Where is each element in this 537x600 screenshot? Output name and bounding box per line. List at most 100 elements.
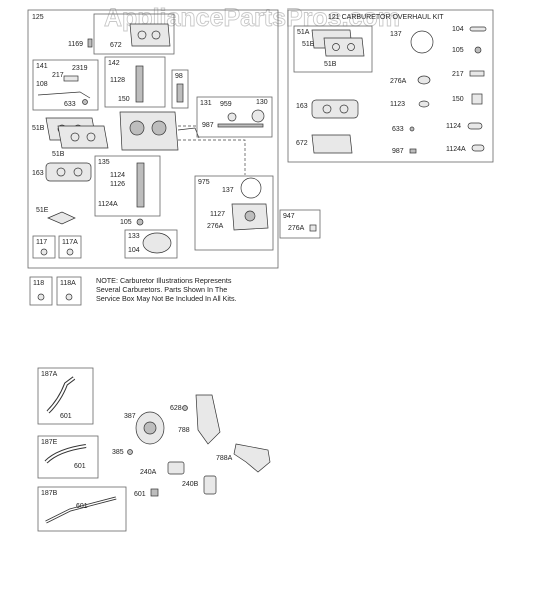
part-k276a: [417, 75, 431, 85]
label-1128: 1128: [110, 77, 125, 84]
part-187a-hose-core: [47, 377, 75, 413]
label-1126: 1126: [110, 181, 125, 188]
part-187e-hose-core: [45, 445, 87, 463]
box-975: [194, 175, 274, 251]
part-240a-filter: [167, 461, 185, 475]
label-788a: 788A: [216, 455, 233, 462]
part-672-hole-a: [137, 30, 147, 40]
part-672-hole-b: [151, 30, 161, 40]
label-105: 105: [120, 219, 132, 226]
part-118: [37, 293, 45, 301]
part-carb-bore-left: [129, 120, 145, 136]
label-1169: 1169: [68, 41, 83, 48]
label-187a: 187A: [41, 371, 58, 378]
part-163-hole1: [56, 167, 66, 177]
part-387-pump-center: [143, 421, 157, 435]
part-51e-gasket: [47, 211, 76, 225]
label-k104: 104: [452, 26, 464, 33]
label-125: 125: [32, 14, 44, 21]
part-628-screw: [182, 405, 188, 411]
part-947: [309, 224, 317, 232]
part-k672-gasket: [311, 134, 353, 154]
label-163: 163: [32, 170, 44, 177]
label-k1124: 1124: [446, 123, 461, 130]
label-k51a: 51A: [297, 29, 310, 36]
label-142: 142: [108, 60, 120, 67]
box-117: [32, 235, 56, 259]
note-line-2: Several Carburetors. Parts Shown In The: [96, 285, 227, 294]
box-187b: [37, 486, 127, 532]
box-947: [279, 209, 321, 239]
label-959: 959: [220, 101, 232, 108]
part-1169-screw: [87, 38, 93, 48]
part-163-hole2: [73, 167, 83, 177]
note-line-1: NOTE: Carburetor Illustrations Represent…: [96, 276, 232, 285]
part-k163-gasket: [311, 99, 359, 119]
part-k104: [469, 26, 487, 32]
label-108: 108: [36, 81, 48, 88]
box-98: [171, 69, 189, 109]
label-1124: 1124: [110, 172, 125, 179]
note-line-3: Service Box May Not Be Included In All K…: [96, 294, 237, 303]
part-133-bowl: [142, 232, 172, 254]
part-987-seal: [217, 123, 264, 128]
label-118: 118: [33, 280, 44, 287]
label-601-a: 601: [60, 413, 72, 420]
box-142: [104, 56, 166, 108]
part-187e-hose: [44, 444, 87, 464]
dash-leader-2: [178, 139, 246, 175]
part-975-bowl-center: [244, 210, 256, 222]
label-130: 130: [256, 99, 268, 106]
label-150: 150: [118, 96, 130, 103]
part-k150: [471, 93, 483, 105]
label-276a-947: 276A: [288, 225, 305, 232]
part-k51-hole2: [347, 43, 355, 51]
part-108-linkage: [37, 91, 91, 99]
part-117a: [66, 248, 74, 256]
label-117: 117: [36, 239, 47, 246]
label-k672: 672: [296, 140, 308, 147]
label-1124a: 1124A: [98, 201, 118, 208]
label-628: 628: [170, 405, 182, 412]
part-51b-b-hole1: [70, 132, 80, 142]
label-217: 217: [52, 72, 64, 79]
label-141: 141: [36, 63, 48, 70]
label-633: 633: [64, 101, 76, 108]
label-672: 672: [110, 42, 122, 49]
label-975: 975: [198, 179, 210, 186]
label-98: 98: [175, 73, 183, 80]
label-51b-a: 51B: [32, 125, 45, 132]
label-k1124a: 1124A: [446, 146, 466, 153]
label-k137: 137: [390, 31, 402, 38]
part-105: [136, 218, 144, 226]
label-276a: 276A: [207, 223, 224, 230]
part-k217: [469, 70, 485, 77]
part-k163-hole1: [322, 104, 332, 114]
label-788: 788: [178, 427, 190, 434]
label-1127: 1127: [210, 211, 225, 218]
box-141: [32, 59, 99, 111]
label-51e: 51E: [36, 207, 49, 214]
box-187e: [37, 435, 99, 479]
part-k51-gasket-b: [323, 37, 365, 57]
box-135: [94, 155, 161, 217]
part-k1124a: [471, 144, 485, 152]
part-135-jet: [136, 162, 145, 208]
box-131: [196, 96, 273, 138]
label-601-c: 601: [134, 491, 146, 498]
part-51b-gasket-b: [57, 125, 109, 149]
part-98-shaft: [176, 83, 184, 103]
label-k217: 217: [452, 71, 464, 78]
label-k51b-b: 51B: [324, 61, 337, 68]
box-187a: [37, 367, 94, 425]
label-k51b-a: 51B: [302, 41, 315, 48]
box-133: [124, 229, 178, 259]
label-k633: 633: [392, 126, 404, 133]
label-k276a: 276A: [390, 78, 407, 85]
label-601-b: 601: [76, 503, 88, 510]
part-788a-bracket: [233, 443, 271, 473]
box-51a: [293, 25, 373, 73]
part-51b-b-hole2: [86, 132, 96, 142]
part-672-gasket: [129, 23, 171, 47]
